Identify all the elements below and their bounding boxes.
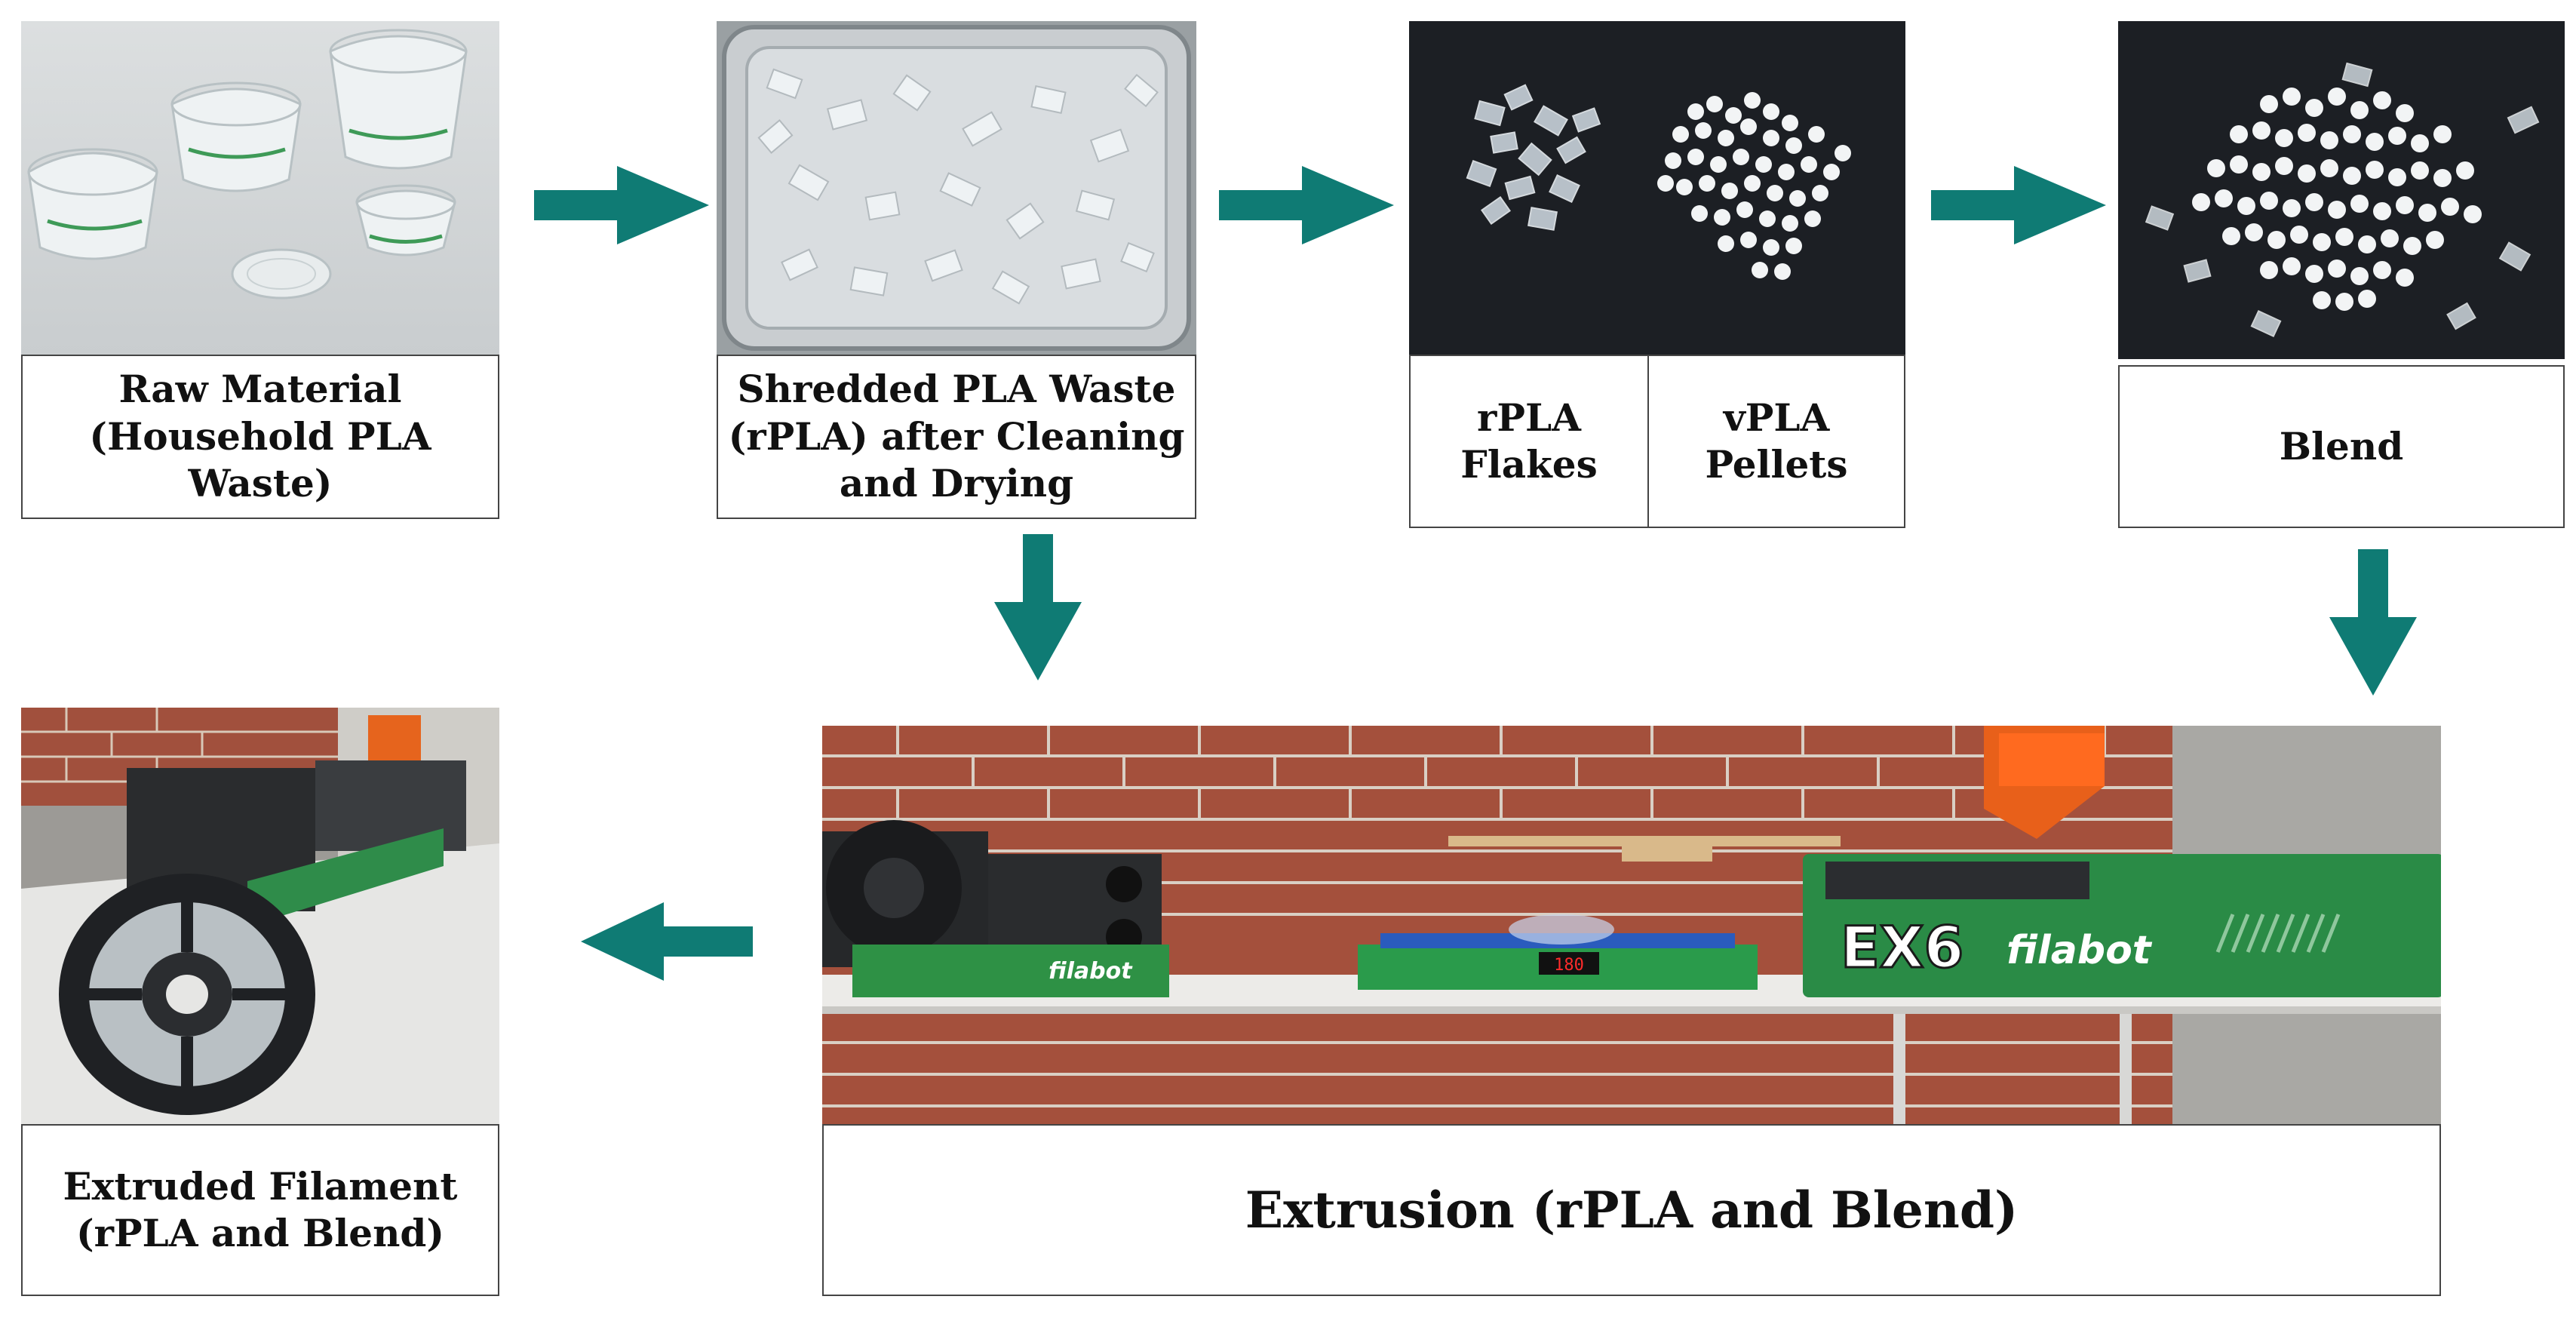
extruded-filament-label: Extruded Filament (rPLA and Blend): [21, 1124, 499, 1296]
arrow-right-icon: [1931, 166, 2106, 244]
arrow-left-icon: [581, 902, 753, 981]
raw-material-photo: [21, 21, 499, 355]
rpla-flakes-label: rPLA Flakes: [1409, 355, 1649, 528]
arrow-down-icon: [2329, 549, 2417, 696]
extrusion-label: Extrusion (rPLA and Blend): [822, 1124, 2441, 1296]
extruder-brand-text: filabot: [2006, 928, 2153, 973]
flakes-pellets-photo: [1409, 21, 1905, 355]
extruded-filament-photo: [21, 708, 499, 1124]
blend-photo: [2118, 21, 2565, 359]
puller-display-text: 180: [1554, 956, 1584, 975]
arrow-right-icon: [534, 166, 709, 244]
shredded-pla-photo: [717, 21, 1196, 355]
blend-label: Blend: [2118, 365, 2565, 528]
raw-material-label: Raw Material (Household PLA Waste): [21, 355, 499, 519]
vpla-pellets-label: vPLA Pellets: [1647, 355, 1905, 528]
arrow-right-icon: [1219, 166, 1394, 244]
extrusion-photo: filabot 180 EX6 filabot: [822, 726, 2441, 1124]
extruder-model-text: EX6: [1841, 914, 1963, 981]
shredded-pla-label: Shredded PLA Waste (rPLA) after Cleaning…: [717, 355, 1196, 519]
arrow-down-icon: [994, 534, 1082, 680]
winder-brand-text: filabot: [1049, 958, 1133, 984]
